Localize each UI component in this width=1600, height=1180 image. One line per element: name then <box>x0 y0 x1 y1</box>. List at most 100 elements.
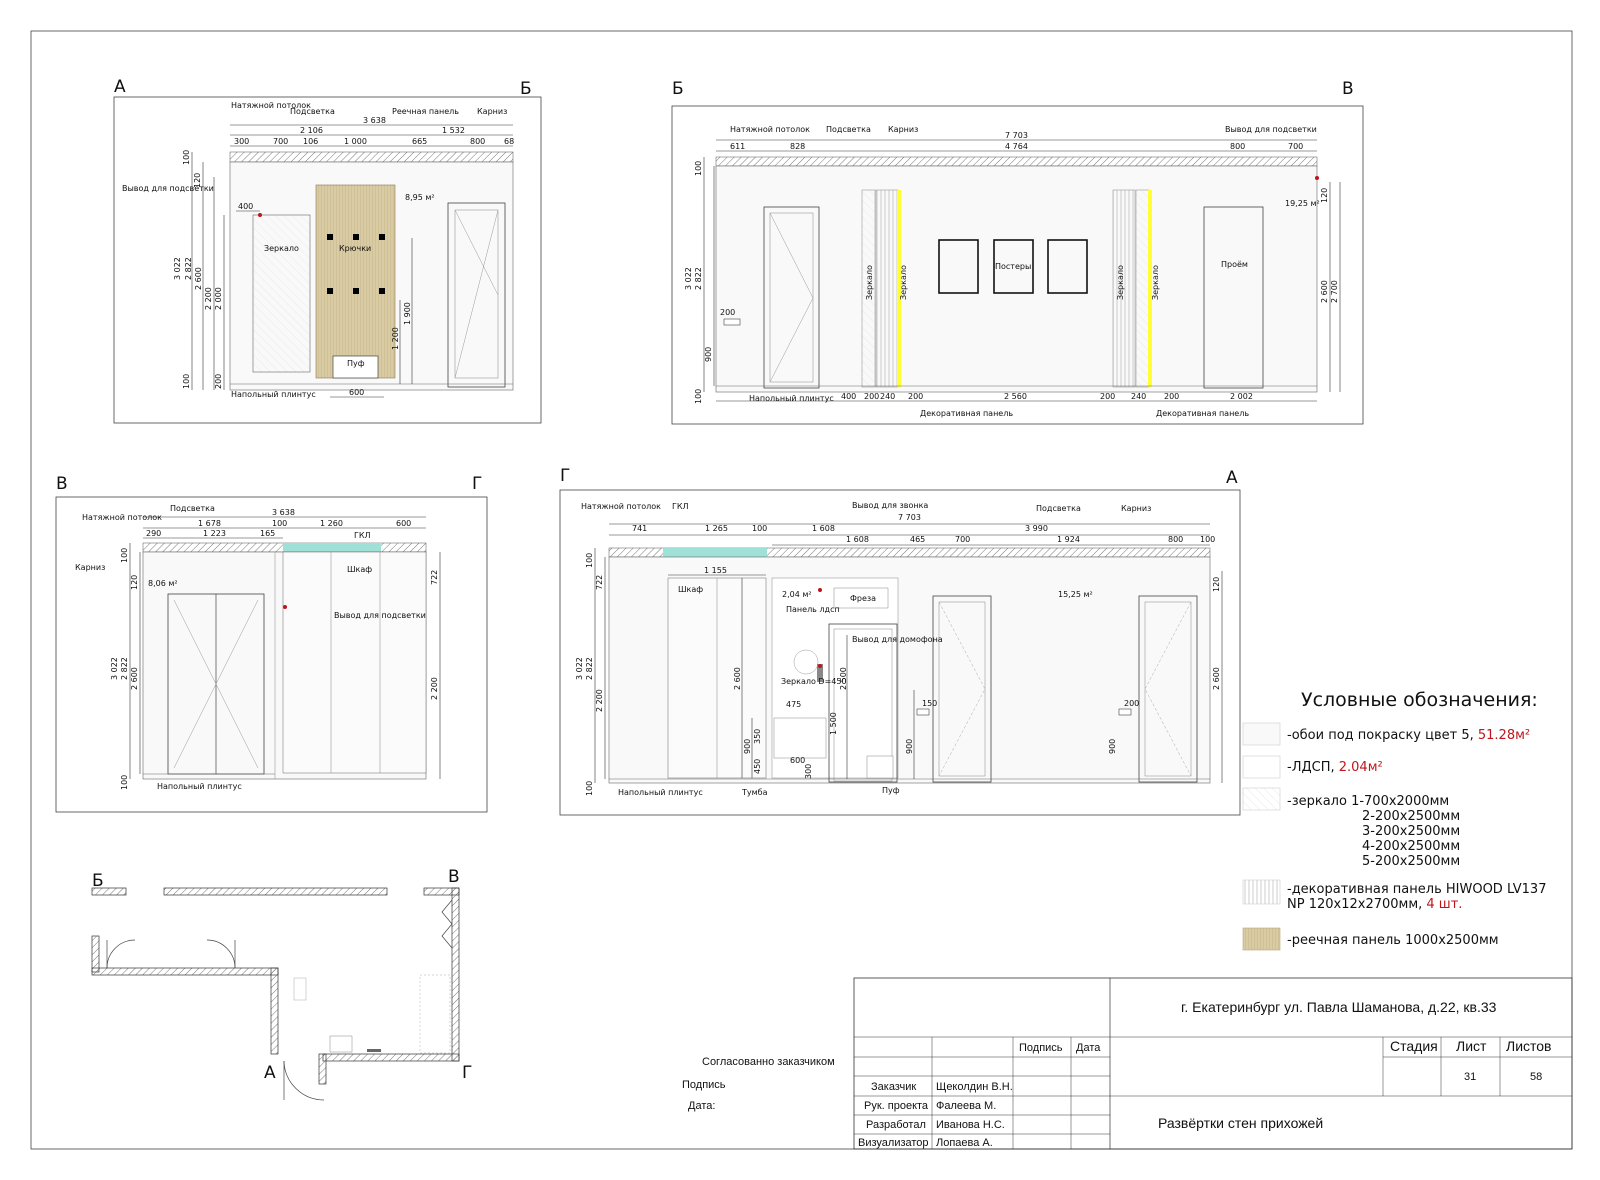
svg-text:Натяжной потолок: Натяжной потолок <box>730 125 810 134</box>
svg-text:Декоративная панель: Декоративная панель <box>920 409 1013 418</box>
svg-text:Дата:: Дата: <box>688 1100 715 1112</box>
svg-text:900: 900 <box>1108 739 1117 754</box>
svg-text:120: 120 <box>1320 188 1329 203</box>
svg-text:В: В <box>448 867 460 887</box>
svg-text:8,06 м²: 8,06 м² <box>148 579 178 588</box>
elevation-v-g: В Г 3 638 1 678 100 1 260 600 290 1 223 … <box>55 474 488 813</box>
svg-text:Зеркало: Зеркало <box>899 265 908 300</box>
svg-text:2 822: 2 822 <box>120 657 129 680</box>
drawing-title: Развёртки стен прихожей <box>1158 1115 1323 1131</box>
svg-text:240: 240 <box>880 392 895 401</box>
svg-text:А: А <box>1226 468 1238 488</box>
svg-text:120: 120 <box>130 575 139 590</box>
svg-text:Б: Б <box>672 79 684 99</box>
svg-text:150: 150 <box>922 699 937 708</box>
poster <box>1047 239 1088 294</box>
svg-text:120: 120 <box>1212 577 1221 592</box>
hooks <box>327 234 385 294</box>
svg-text:Вывод для звонка: Вывод для звонка <box>852 501 928 510</box>
svg-text:Вывод для домофона: Вывод для домофона <box>852 635 943 644</box>
round-mirror <box>793 649 819 675</box>
svg-text:NP 120x12x2700мм, 4 шт.: NP 120x12x2700мм, 4 шт. <box>1287 897 1462 912</box>
svg-text:Г: Г <box>560 466 570 486</box>
svg-text:828: 828 <box>790 142 805 151</box>
svg-text:2 600: 2 600 <box>194 267 203 290</box>
svg-text:1 900: 1 900 <box>403 302 412 325</box>
wardrobe <box>282 551 427 774</box>
door <box>447 202 506 388</box>
project-address: г. Екатеринбург ул. Павла Шаманова, д.22… <box>1181 999 1497 1015</box>
svg-text:200: 200 <box>908 392 923 401</box>
svg-text:4 764: 4 764 <box>1005 142 1028 151</box>
svg-text:Зеркало: Зеркало <box>1116 265 1125 300</box>
opening <box>1203 206 1264 389</box>
svg-text:200: 200 <box>720 308 735 317</box>
door <box>932 595 992 783</box>
svg-text:600: 600 <box>790 756 805 765</box>
svg-text:700: 700 <box>273 137 288 146</box>
svg-text:Подпись: Подпись <box>682 1079 726 1091</box>
svg-text:Листов: Листов <box>1506 1038 1552 1054</box>
door <box>763 206 820 389</box>
svg-text:1 608: 1 608 <box>846 535 869 544</box>
svg-text:Фалеева М.: Фалеева М. <box>936 1100 996 1112</box>
svg-text:Иванова Н.С.: Иванова Н.С. <box>936 1119 1005 1131</box>
svg-text:Щеколдин В.Н.: Щеколдин В.Н. <box>936 1081 1013 1093</box>
svg-text:400: 400 <box>238 202 253 211</box>
svg-text:3 022: 3 022 <box>110 657 119 680</box>
svg-text:Пуф: Пуф <box>882 786 900 795</box>
svg-text:Фреза: Фреза <box>850 594 876 603</box>
svg-text:200: 200 <box>1100 392 1115 401</box>
svg-text:100: 100 <box>182 150 191 165</box>
svg-text:Зеркало: Зеркало <box>1151 265 1160 300</box>
svg-text:200: 200 <box>864 392 879 401</box>
svg-text:1 608: 1 608 <box>812 524 835 533</box>
svg-text:Зеркало: Зеркало <box>865 265 874 300</box>
svg-text:1 000: 1 000 <box>344 137 367 146</box>
svg-text:Заказчик: Заказчик <box>871 1081 916 1093</box>
svg-text:Панель лдсп: Панель лдсп <box>786 605 840 614</box>
slat-panel <box>315 184 396 379</box>
svg-text:3 022: 3 022 <box>173 257 182 280</box>
svg-text:1 155: 1 155 <box>704 566 727 575</box>
svg-text:2 500: 2 500 <box>839 667 848 690</box>
svg-text:1 260: 1 260 <box>320 519 343 528</box>
svg-text:Натяжной потолок: Натяжной потолок <box>82 513 162 522</box>
label-pouf: Пуф <box>347 359 365 368</box>
svg-text:2 822: 2 822 <box>694 267 703 290</box>
svg-text:1 200: 1 200 <box>391 327 400 350</box>
gkl <box>283 543 381 552</box>
svg-text:-ЛДСП, 2.04м²: -ЛДСП, 2.04м² <box>1287 760 1383 775</box>
svg-text:2 106: 2 106 <box>300 126 323 135</box>
svg-text:100: 100 <box>585 553 594 568</box>
svg-text:Г: Г <box>472 474 482 494</box>
svg-text:300: 300 <box>804 764 813 779</box>
poster <box>938 239 979 294</box>
svg-text:200: 200 <box>214 374 223 389</box>
label-area: 8,95 м² <box>405 193 435 202</box>
svg-text:1 924: 1 924 <box>1057 535 1080 544</box>
svg-text:2 700: 2 700 <box>1330 280 1339 303</box>
svg-text:Б: Б <box>92 871 104 891</box>
svg-text:3 990: 3 990 <box>1025 524 1048 533</box>
svg-text:А: А <box>264 1063 276 1083</box>
svg-text:ГКЛ: ГКЛ <box>354 531 371 540</box>
svg-text:2 200: 2 200 <box>595 689 604 712</box>
svg-text:-зеркало 1-700x2000мм: -зеркало 1-700x2000мм <box>1287 794 1449 809</box>
svg-text:Карниз: Карниз <box>1121 504 1151 513</box>
svg-text:100: 100 <box>694 389 703 404</box>
label-light: Подсветка <box>290 107 335 116</box>
outlet-marker <box>258 213 262 217</box>
svg-text:2 000: 2 000 <box>214 287 223 310</box>
svg-text:2 200: 2 200 <box>204 287 213 310</box>
svg-text:Зеркало D=450: Зеркало D=450 <box>781 677 847 686</box>
svg-text:Тумба: Тумба <box>741 788 768 797</box>
corner-label-b: Б <box>520 79 532 99</box>
label-hooks: Крючки <box>339 244 371 253</box>
label-ceiling: Натяжной потолок <box>231 101 311 110</box>
svg-text:300: 300 <box>234 137 249 146</box>
poster <box>993 239 1034 294</box>
svg-text:722: 722 <box>595 575 604 590</box>
svg-text:100: 100 <box>120 775 129 790</box>
